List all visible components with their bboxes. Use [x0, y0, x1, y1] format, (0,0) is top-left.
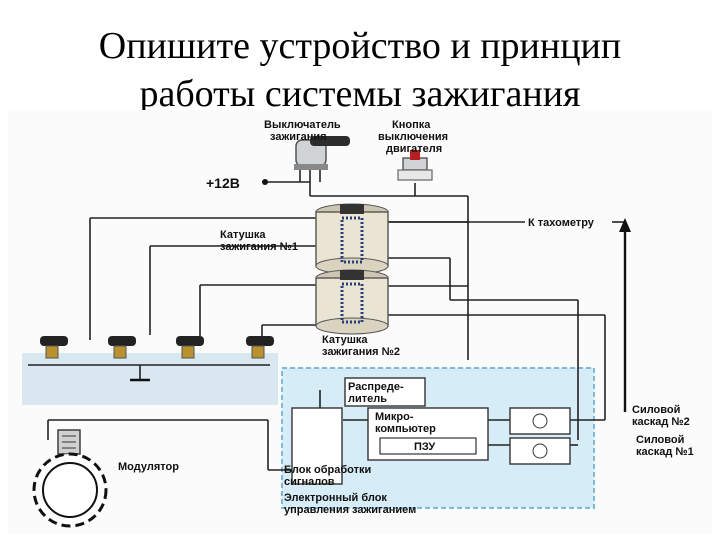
ecu-label-1: Электронный блок	[284, 492, 387, 504]
signal-block-label-1: Блок обработки	[284, 464, 371, 476]
power-stage-1-transistor	[532, 443, 548, 459]
rom-box	[379, 437, 477, 455]
distributor-box	[344, 377, 426, 407]
modulator	[32, 429, 108, 528]
signal-processing-box	[291, 407, 343, 485]
stop-button-label-3: двигателя	[386, 143, 442, 155]
ignition-switch-label-1: Выключатель	[264, 119, 341, 131]
title-line-1: Опишите устройство и принцип	[98, 25, 622, 67]
ecu-label-2: управления зажиганием	[284, 504, 416, 516]
ignition-switch	[294, 136, 350, 182]
engine-stop-button	[397, 150, 433, 181]
distributor-label-2: литель	[348, 393, 387, 405]
power-stage-2-label-1: Силовой	[632, 404, 680, 416]
coil1-label-2: зажигания №1	[220, 241, 298, 253]
microcomputer-label-2: компьютер	[375, 423, 436, 435]
wiring	[28, 165, 631, 471]
spark-plug-2	[108, 336, 136, 359]
power-stage-1-label-1: Силовой	[636, 434, 684, 446]
distributor-label-1: Распреде-	[348, 381, 404, 393]
title-line-2: работы системы зажигания	[139, 73, 581, 115]
signal-block-label-2: сигналов	[284, 476, 335, 488]
spark-plug-1	[40, 336, 68, 359]
power-stage-2-label-2: каскад №2	[632, 416, 690, 428]
power-stage-1-label-2: каскад №1	[636, 446, 694, 458]
stop-button-label-2: выключения	[378, 131, 448, 143]
ignition-coil-2	[315, 269, 389, 335]
spark-plugs	[40, 336, 274, 359]
modulator-label: Модулятор	[118, 461, 179, 473]
spark-plug-4	[246, 336, 274, 359]
supply-terminal	[262, 179, 268, 185]
power-stage-2-transistor	[532, 413, 548, 429]
coil2-label-2: зажигания №2	[322, 346, 400, 358]
ignition-coil-1	[315, 203, 389, 275]
ignition-switch-label-2: зажигания	[270, 131, 327, 143]
rom-label: ПЗУ	[414, 441, 435, 453]
microcomputer-label-1: Микро-	[375, 411, 414, 423]
coil1-label-1: Катушка	[220, 229, 266, 241]
supply-label: +12В	[206, 175, 240, 191]
stop-button-label-1: Кнопка	[392, 119, 431, 131]
slide-title: Опишите устройство и принцип работы сист…	[0, 22, 720, 118]
coil2-label-1: Катушка	[322, 334, 368, 346]
tachometer-label: К тахометру	[528, 217, 595, 229]
spark-plug-3	[176, 336, 204, 359]
